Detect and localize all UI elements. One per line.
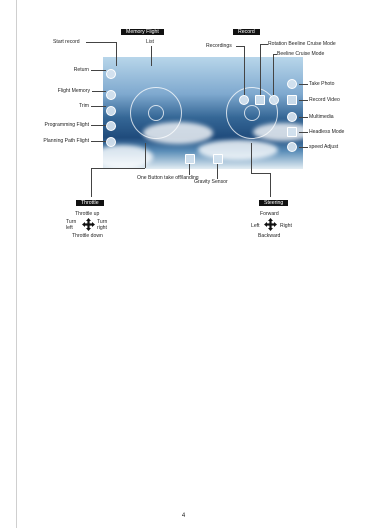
app-screenshot (103, 57, 303, 169)
leader-line (270, 173, 271, 197)
left-joystick-knob[interactable] (148, 105, 164, 121)
flight-memory-icon[interactable] (106, 90, 116, 100)
arrows-cross-icon (82, 218, 95, 231)
gravity-sensor-icon[interactable] (213, 154, 223, 164)
leader-line (91, 125, 106, 126)
beeline-cruise-label: Beeline Cruise Mode (277, 51, 325, 57)
page-number: 4 (181, 513, 186, 519)
throttle-header: Throttle (76, 200, 104, 206)
turn-left-label-2: left (66, 225, 73, 231)
left-joystick[interactable] (130, 87, 182, 139)
leader-line (299, 132, 308, 133)
takeoff-landing-icon[interactable] (185, 154, 195, 164)
leader-line (236, 46, 244, 47)
leader-line (299, 147, 308, 148)
recordings-label: Recordings (206, 43, 232, 49)
leader-line (299, 117, 308, 118)
memory-flight-header: Memory Flight (121, 29, 164, 35)
forward-label: Forward (260, 211, 279, 217)
planning-path-label: Planning Path Flight (43, 138, 89, 144)
leader-line (217, 164, 218, 179)
start-record-label: Start record (53, 39, 80, 45)
one-button-label: One Button take off/landing (137, 175, 199, 181)
gravity-sensor-label: Gravity Sensor (194, 179, 228, 185)
trim-label: Trim (79, 103, 89, 109)
return-icon[interactable] (106, 69, 116, 79)
recordings-icon[interactable] (239, 95, 249, 105)
left-label: Left (251, 223, 260, 229)
rotation-icon[interactable] (255, 95, 265, 105)
cloud (198, 140, 278, 160)
leader-line (91, 168, 145, 169)
right-joystick-knob[interactable] (244, 105, 260, 121)
leader-line (91, 106, 106, 107)
programming-flight-label: Programming Flight (44, 122, 89, 128)
leader-line (92, 91, 106, 92)
flight-memory-label: Flight Memory (57, 88, 90, 94)
beeline-icon[interactable] (269, 95, 279, 105)
cloud (103, 145, 153, 169)
leader-line (91, 168, 92, 197)
right-label: Right (280, 223, 292, 229)
leader-line (299, 84, 308, 85)
record-video-label: Record Video (309, 97, 340, 103)
multimedia-label: Multimedia (309, 114, 334, 120)
leader-line (151, 46, 152, 66)
trim-icon[interactable] (106, 106, 116, 116)
leader-line (91, 141, 106, 142)
leader-line (273, 54, 274, 95)
leader-line (116, 42, 117, 66)
leader-line (260, 44, 268, 45)
speed-adjust-label: speed Adjust (309, 144, 339, 150)
turn-left-label-1: Turn (66, 219, 77, 225)
camera-icon[interactable] (287, 79, 297, 89)
leader-line (244, 46, 245, 95)
programming-flight-icon[interactable] (106, 121, 116, 131)
leader-line (299, 100, 308, 101)
video-icon[interactable] (287, 95, 297, 105)
throttle-down-label: Throttle down (72, 233, 103, 239)
planning-path-icon[interactable] (106, 137, 116, 147)
leader-line (273, 54, 277, 55)
leader-line (260, 44, 261, 95)
headless-icon[interactable] (287, 127, 297, 137)
backward-label: Backward (258, 233, 281, 239)
leader-line (251, 143, 252, 173)
leader-line (86, 42, 116, 43)
turn-right-label-1: Turn (97, 219, 108, 225)
arrows-cross-icon (264, 218, 277, 231)
play-icon[interactable] (287, 112, 297, 122)
turn-right-label-2: right (97, 225, 107, 231)
return-label: Return (73, 67, 89, 73)
leader-line (91, 70, 106, 71)
headless-mode-label: Headless Mode (309, 129, 345, 135)
right-joystick[interactable] (226, 87, 278, 139)
leader-line (189, 164, 190, 175)
throttle-up-label: Throttle up (75, 211, 100, 217)
steering-header: Steering (259, 200, 289, 206)
leader-line (251, 173, 270, 174)
page-fold-line (16, 0, 17, 528)
take-photo-label: Take Photo (309, 81, 335, 87)
list-label: List (146, 39, 154, 45)
leader-line (145, 143, 146, 168)
record-header: Record (233, 29, 260, 35)
rotation-beeline-label: Rotation Beeline Cruise Mode (268, 41, 336, 47)
speed-icon[interactable] (287, 142, 297, 152)
